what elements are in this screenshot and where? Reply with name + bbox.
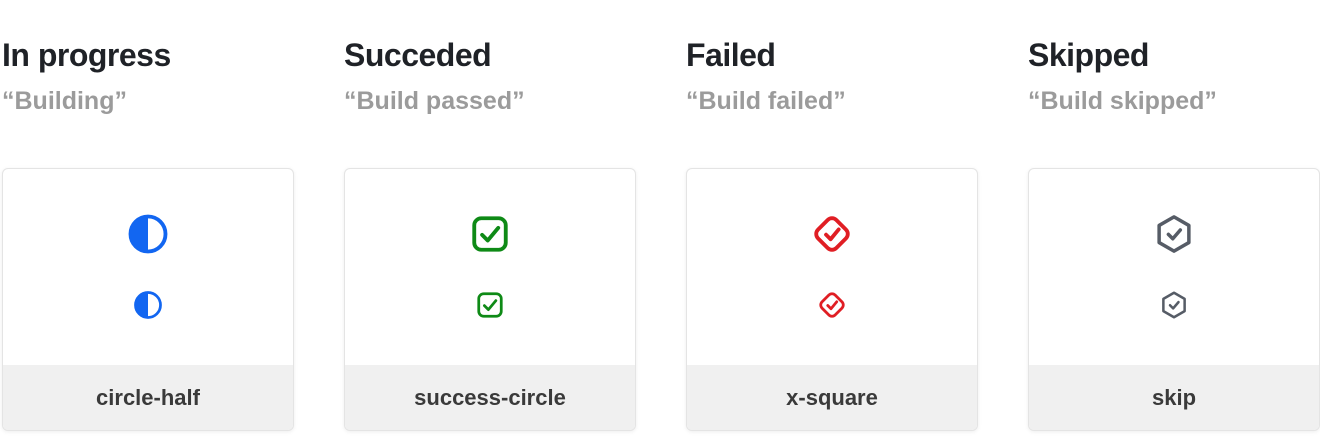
icon-name-label: x-square <box>786 384 878 410</box>
icon-stage <box>1029 169 1319 365</box>
circle-half-icon <box>133 290 163 320</box>
icon-stage <box>687 169 977 365</box>
card-footer: circle-half <box>3 365 293 430</box>
success-circle-icon <box>475 290 505 320</box>
success-circle-icon <box>469 213 511 255</box>
x-square-icon <box>817 290 847 320</box>
card-footer: skip <box>1029 365 1319 430</box>
column-subtitle: “Build passed” <box>344 87 525 115</box>
icon-card-x-square: x-square <box>686 168 978 431</box>
column-in-progress: In progress “Building” circle- <box>2 0 294 431</box>
card-footer: x-square <box>687 365 977 430</box>
icon-name-label: circle-half <box>96 384 200 410</box>
column-failed: Failed “Build failed” x-square <box>686 0 978 431</box>
icon-card-success-circle: success-circle <box>344 168 636 431</box>
card-footer: success-circle <box>345 365 635 430</box>
column-title: Failed <box>686 37 776 73</box>
column-subtitle: “Build failed” <box>686 87 846 115</box>
skip-icon <box>1159 290 1189 320</box>
column-title: Skipped <box>1028 37 1149 73</box>
icon-card-skip: skip <box>1028 168 1320 431</box>
column-subtitle: “Building” <box>2 87 127 115</box>
column-title: In progress <box>2 37 171 73</box>
circle-half-icon <box>127 213 169 255</box>
column-skipped: Skipped “Build skipped” skip <box>1028 0 1320 431</box>
icon-card-circle-half: circle-half <box>2 168 294 431</box>
column-subtitle: “Build skipped” <box>1028 87 1217 115</box>
column-succeded: Succeded “Build passed” succes <box>344 0 636 431</box>
icon-name-label: success-circle <box>414 384 566 410</box>
column-title: Succeded <box>344 37 492 73</box>
icon-name-label: skip <box>1151 384 1197 410</box>
icon-stage <box>3 169 293 365</box>
skip-icon <box>1153 213 1195 255</box>
icon-stage <box>345 169 635 365</box>
x-square-icon <box>811 213 853 255</box>
